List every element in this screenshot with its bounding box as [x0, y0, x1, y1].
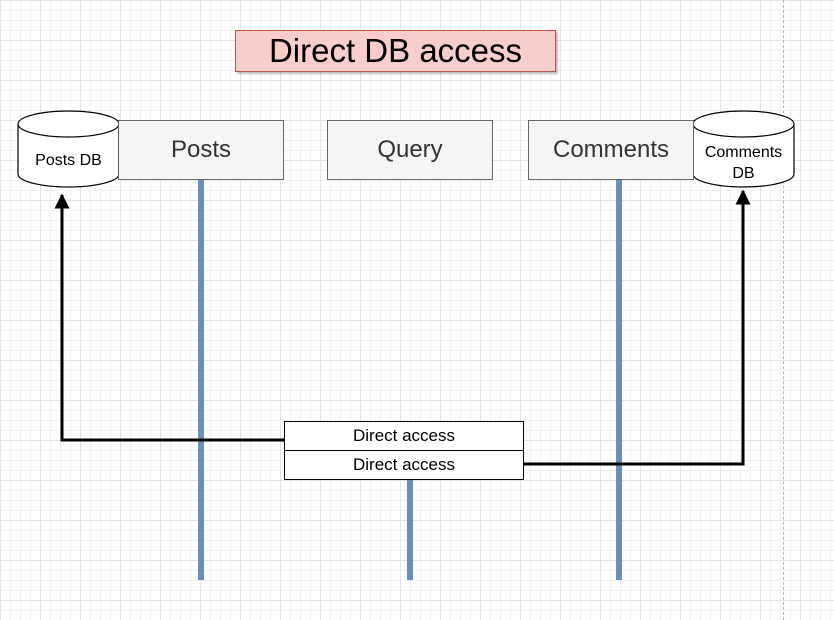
posts-service-label: Posts	[170, 136, 232, 163]
posts-db-access-arrow	[54, 193, 284, 442]
comments-db-access-arrow	[524, 189, 751, 466]
comments-db-label: Comments DB	[704, 144, 783, 182]
query-service-box[interactable]: Query	[327, 120, 493, 180]
posts-db-label: Posts DB	[35, 152, 102, 169]
diagram-title: Direct DB access	[235, 30, 556, 72]
posts-service-box[interactable]: Posts	[118, 120, 284, 180]
page-boundary	[783, 0, 784, 620]
comments-direct-access-label: Direct access	[352, 455, 456, 474]
comments-service-label: Comments	[552, 136, 670, 163]
comments-service-box[interactable]: Comments	[528, 120, 694, 180]
posts-direct-access-box[interactable]: Direct access	[284, 421, 524, 451]
query-service-label: Query	[377, 136, 443, 163]
comments-db-cylinder[interactable]	[692, 110, 795, 188]
comments-direct-access-box[interactable]: Direct access	[284, 450, 524, 480]
posts-db-cylinder[interactable]	[17, 110, 120, 188]
posts-direct-access-label: Direct access	[352, 426, 456, 445]
